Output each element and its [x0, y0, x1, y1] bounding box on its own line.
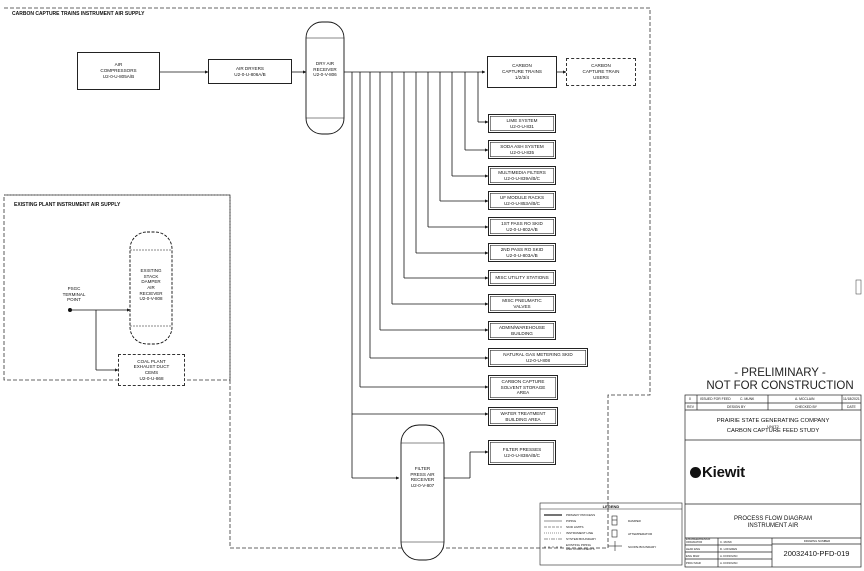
- kiewit-logo: Kiewit: [690, 464, 745, 481]
- kiewit-logo-text: Kiewit: [702, 464, 745, 481]
- vessels: [129, 21, 445, 561]
- air-compressors-label: AIR COMPRESSORS U2-0-U-805A/B: [100, 62, 137, 79]
- psgc-terminal-point-icon: [68, 308, 72, 312]
- user-box-natural-gas[interactable]: NATURAL GAS METERING SKID U2-0-U-808: [488, 348, 588, 367]
- dry-air-receiver-label[interactable]: DRY AIR RECEIVER U2-0-V-806: [313, 61, 337, 78]
- coal-plant-cems-box[interactable]: COAL PLANT EXHAUST DUCT CEMS U2-0-U-868: [118, 354, 185, 386]
- title-block-lines: [684, 394, 862, 568]
- kiewit-logo-icon: [690, 467, 701, 478]
- filter-press-receiver-label[interactable]: FILTER PRESS AIR RECEIVER U2-0-V-807: [410, 466, 435, 489]
- coal-plant-cems-label: COAL PLANT EXHAUST DUCT CEMS U2-0-U-868: [133, 358, 170, 381]
- user-label: LIME SYSTEM U2-0-U-831: [506, 117, 538, 129]
- designed-header: DESIGN BY: [727, 405, 746, 409]
- unit-name: UNIT2: [767, 423, 779, 429]
- air-dryers-label: AIR DRYERS U2-0-U-806A/B: [234, 65, 266, 77]
- legend-item: SYSTEM BOUNDARY: [566, 537, 597, 541]
- user-label: ADMIN/WAREHOUSE BUILDING: [498, 324, 546, 336]
- carbon-capture-trains-label: CARBON CAPTURE TRAINS 1/2/3/4: [502, 63, 542, 80]
- user-box-soda-ash[interactable]: SODA ASH SYSTEM U2-0-U-835: [488, 140, 556, 159]
- user-label: MISC UTILITY STATIONS: [495, 275, 549, 281]
- system-boundaries: [3, 7, 651, 549]
- stamp-line-1: - PRELIMINARY -: [734, 367, 826, 379]
- user-box-misc-pneumatic[interactable]: MISC PNEUMATIC VALVES: [488, 294, 556, 313]
- study-name: CARBON CAPTURE FEED STUDY: [726, 428, 820, 435]
- filter-presses-label: FILTER PRESSES U2-0-U-838A/B/C: [502, 446, 542, 458]
- drawing-number: 20032410-PFD-019: [783, 549, 850, 558]
- company-name: PRAIRIE STATE GENERATING COMPANY: [716, 418, 830, 424]
- user-box-water-treatment[interactable]: WATER TREATMENT BUILDING AREA: [488, 407, 558, 426]
- user-label: CARBON CAPTURE SOLVENT STORAGE AREA: [500, 378, 546, 396]
- user-label: NATURAL GAS METERING SKID U2-0-U-808: [503, 351, 573, 363]
- rev-header: REV: [687, 405, 694, 409]
- filter-presses-box[interactable]: FILTER PRESSES U2-0-U-838A/B/C: [488, 440, 556, 465]
- user-box-uf-module-racks[interactable]: UF MODULE RACKS U2-0-U-853A/B/C: [488, 191, 556, 210]
- legend-item: SKID LIMITS: [566, 525, 584, 529]
- user-box-lime-system[interactable]: LIME SYSTEM U2-0-U-831: [488, 114, 556, 133]
- stamp-line-2: NOT FOR CONSTRUCTION: [706, 379, 854, 392]
- rev-number: 0: [689, 397, 691, 401]
- stack-damper-receiver-label[interactable]: EXISTING STACK DAMPER AIR RECIEVER U2-0-…: [139, 268, 163, 302]
- user-label: WATER TREATMENT BUILDING AREA: [500, 410, 546, 422]
- checker-name: A. MCCLAIN: [795, 397, 815, 401]
- preliminary-stamp: - PRELIMINARY - NOT FOR CONSTRUCTION: [700, 367, 860, 392]
- date-header: DATE: [847, 405, 856, 409]
- legend-title: LEGEND: [602, 504, 620, 509]
- name-eng-mgr: A. DONOVAN: [720, 554, 738, 558]
- section-title-carbon-capture: CARBON CAPTURE TRAINS INSTRUMENT AIR SUP…: [12, 11, 145, 17]
- primary-process-lines: [160, 70, 567, 480]
- legend-item: ATTEMPERATOR: [628, 532, 653, 536]
- user-box-2nd-pass-ro[interactable]: 2ND PASS RO SKID U2-0-U-803A/B: [488, 243, 556, 262]
- psgc-terminal-point-label: PSGC TERMINAL POINT: [62, 286, 86, 303]
- user-box-solvent-storage[interactable]: CARBON CAPTURE SOLVENT STORAGE AREA: [488, 375, 558, 400]
- section-title-existing-plant: EXISTING PLANT INSTRUMENT AIR SUPPLY: [14, 202, 121, 208]
- legend-item: SCOPE BOUNDARY: [628, 545, 657, 549]
- user-label: SODA ASH SYSTEM U2-0-U-835: [500, 143, 544, 155]
- legend-item: PIPING: [566, 519, 577, 523]
- role-lead-eng: LEAD ENG: [686, 547, 701, 551]
- existing-plant-lines: [72, 308, 131, 372]
- legend-item: PRIMARY PROCESS: [566, 513, 596, 517]
- legend-item: DAMPER: [628, 519, 641, 523]
- drawing-number-label: DRAWING NUMBER: [803, 539, 831, 543]
- user-box-misc-utility[interactable]: MISC UTILITY STATIONS: [488, 270, 556, 286]
- user-box-multimedia-filters[interactable]: MULTIMEDIA FILTERS U2-0-U-839A/B/C: [488, 166, 556, 185]
- carbon-capture-train-users-label: CARBON CAPTURE TRAIN USERS: [582, 63, 620, 80]
- user-label: 2ND PASS RO SKID U2-0-U-803A/B: [500, 246, 544, 258]
- role-originator: ENGINEER/DESIGN ORIGINATOR: [686, 538, 711, 544]
- role-eng-mgr: ENG MGR: [686, 554, 700, 558]
- project-info: PRAIRIE STATE GENERATING COMPANY UNIT2 C…: [685, 418, 861, 435]
- user-label: MISC PNEUMATIC VALVES: [502, 297, 542, 309]
- air-dryers-box[interactable]: AIR DRYERS U2-0-U-806A/B: [208, 59, 292, 84]
- air-compressors-box[interactable]: AIR COMPRESSORS U2-0-U-805A/B: [77, 52, 160, 90]
- name-lead-eng: D. LOFGREN: [720, 547, 738, 551]
- rev-description: ISSUED FOR FEED: [700, 397, 731, 401]
- designer-name: C. MUNK: [740, 397, 755, 401]
- user-label: 1ST PASS RO SKID U2-0-U-802A/B: [501, 220, 543, 232]
- name-proj-mgr: A. DONOVAN: [720, 561, 738, 565]
- revision-mark: [855, 279, 862, 295]
- user-label: UF MODULE RACKS U2-0-U-853A/B/C: [499, 194, 545, 206]
- legend-item: EXISTING PIPING AND COMPONENTS: [566, 543, 595, 551]
- drawing-title: PROCESS FLOW DIAGRAM INSTRUMENT AIR: [685, 516, 861, 530]
- carbon-capture-train-users-box[interactable]: CARBON CAPTURE TRAIN USERS: [566, 58, 636, 86]
- name-originator: C. MUNK: [720, 540, 732, 544]
- drawing-title-line-2: INSTRUMENT AIR: [747, 523, 799, 530]
- legend-item: INSTRUMENT LINE: [566, 531, 594, 535]
- drawing-title-line-1: PROCESS FLOW DIAGRAM: [733, 516, 812, 522]
- legend-lines: [539, 502, 683, 566]
- checked-header: CHECKED BY: [795, 405, 818, 409]
- user-label: MULTIMEDIA FILTERS U2-0-U-839A/B/C: [498, 169, 546, 181]
- user-box-admin-warehouse[interactable]: ADMIN/WAREHOUSE BUILDING: [488, 321, 556, 340]
- issue-date: 11/18/2021: [843, 397, 860, 401]
- role-proj-mgr: PROJ MGR: [686, 561, 701, 565]
- carbon-capture-trains-box[interactable]: CARBON CAPTURE TRAINS 1/2/3/4: [487, 56, 557, 88]
- user-box-1st-pass-ro[interactable]: 1ST PASS RO SKID U2-0-U-802A/B: [488, 217, 556, 236]
